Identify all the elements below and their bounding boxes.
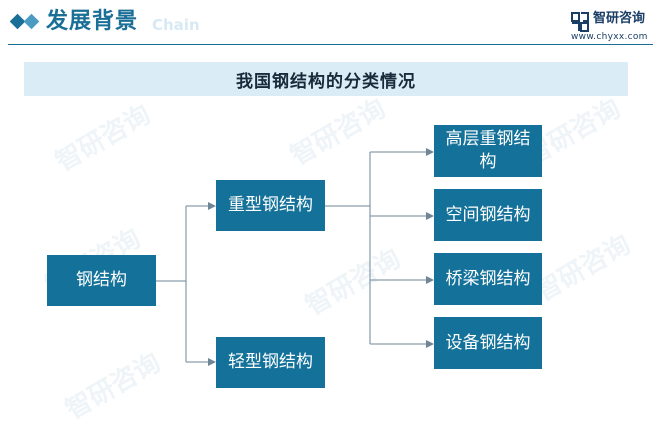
node-child-3: 桥梁钢结构	[434, 253, 542, 305]
node-child-2: 空间钢结构	[434, 189, 542, 241]
node-child-4: 设备钢结构	[434, 317, 542, 369]
diagram-title: 我国钢结构的分类情况	[236, 71, 416, 92]
node-root: 钢结构	[47, 255, 156, 306]
node-child-1: 高层重钢结构	[434, 125, 542, 177]
header-divider	[8, 44, 653, 45]
section-title: 发展背景	[46, 9, 139, 34]
brand-mark-icon	[571, 12, 589, 32]
tree-connectors	[156, 148, 434, 366]
brand-url: www.chyxx.com	[571, 32, 648, 42]
diagram-title-banner: 我国钢结构的分类情况	[24, 62, 628, 96]
node-light-steel: 轻型钢结构	[216, 337, 325, 388]
brand-logo: 智研咨询 www.chyxx.com	[571, 10, 657, 44]
brand-name: 智研咨询	[593, 11, 646, 26]
section-header: 发展背景 Chain 智研咨询 www.chyxx.com	[0, 0, 660, 48]
section-ghost-text: Chain	[152, 16, 200, 34]
node-heavy-steel: 重型钢结构	[216, 180, 325, 231]
